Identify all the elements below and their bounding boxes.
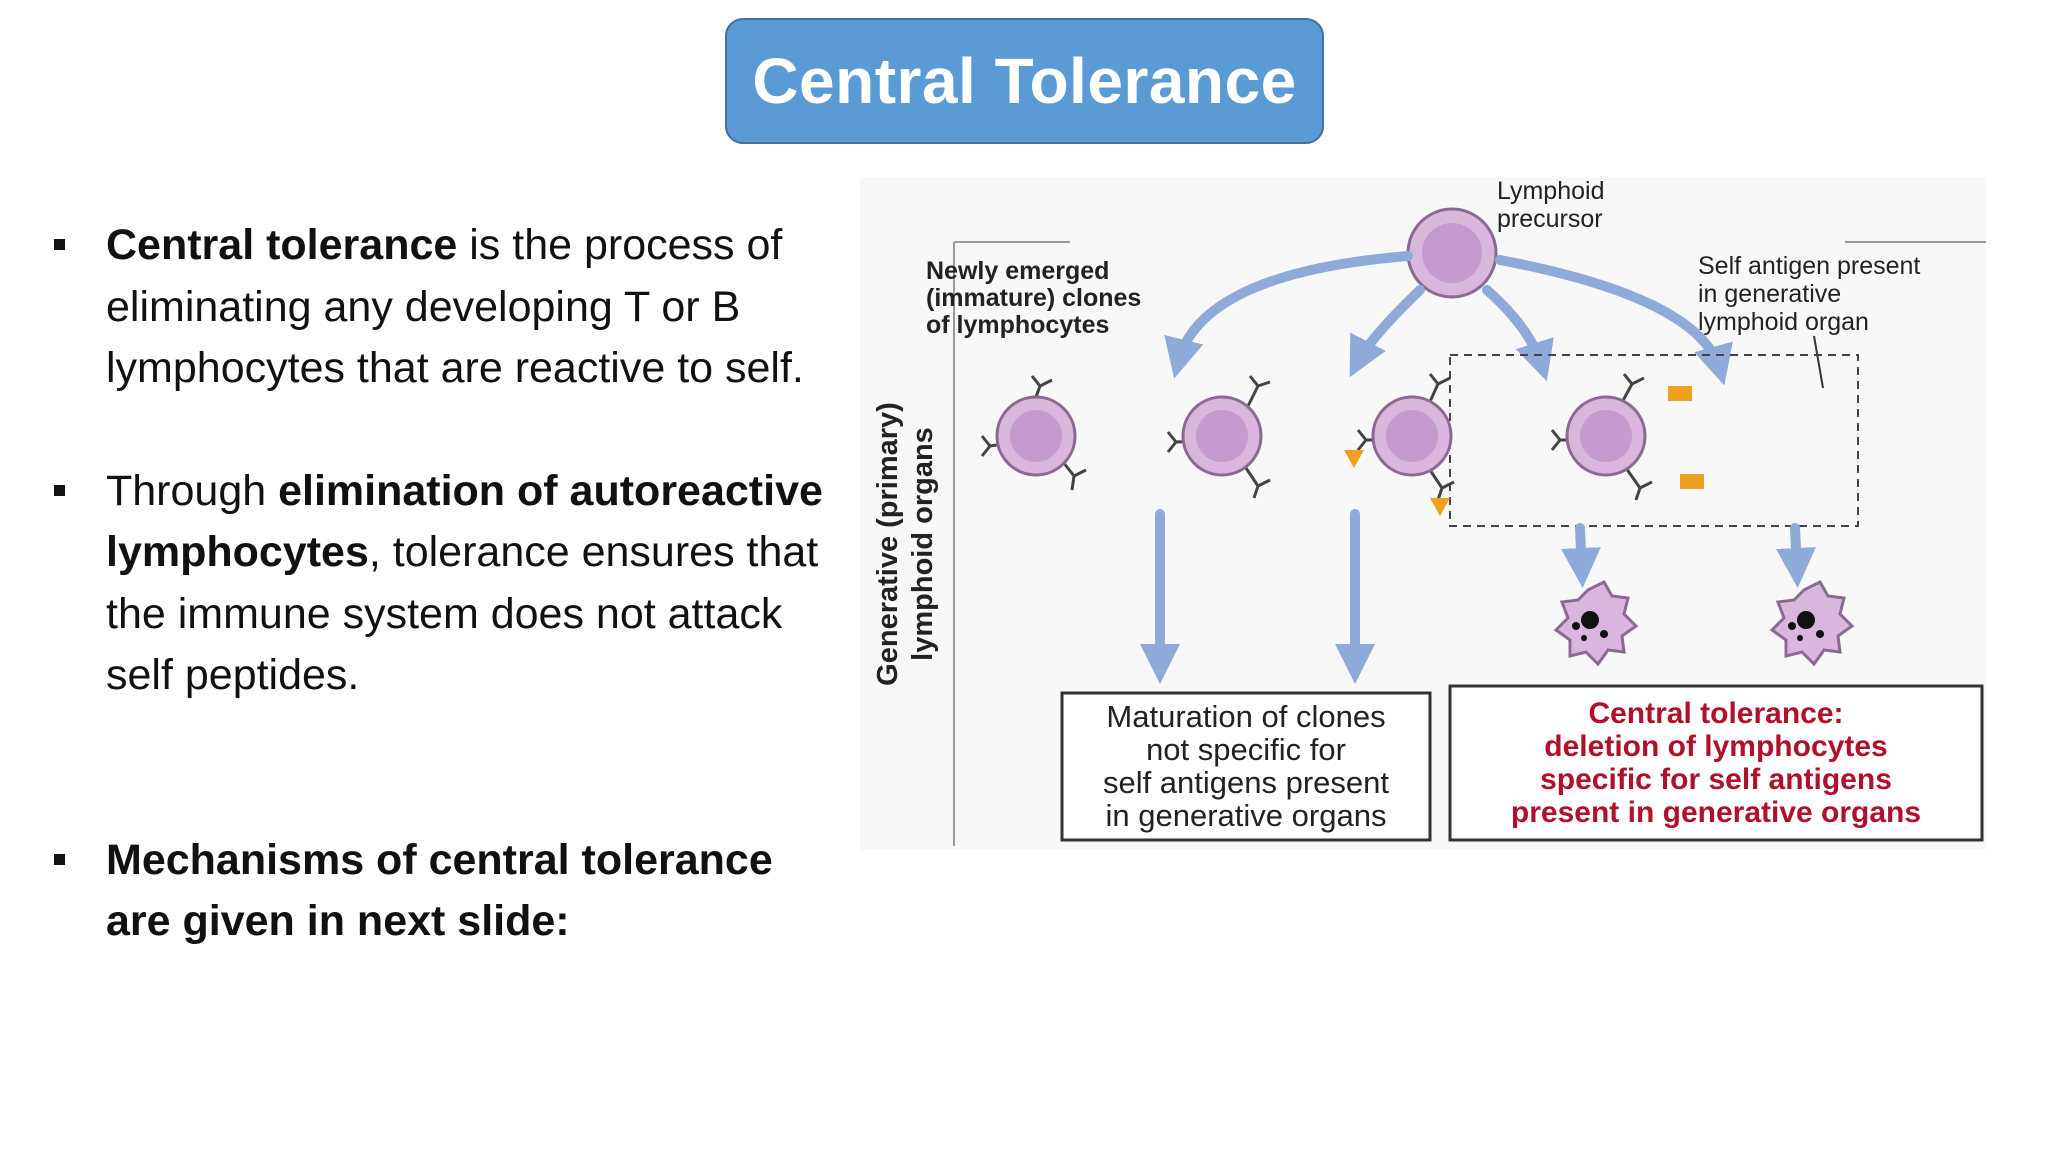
newly-emerged-line3: of lymphocytes	[926, 311, 1109, 339]
central-tolerance-diagram: Generative (primary) lymphoid organs Lym…	[860, 178, 1986, 850]
newly-emerged-line1: Newly emerged	[926, 257, 1109, 285]
immature-cell-1	[980, 375, 1087, 491]
central-tolerance-line2: deletion of lymphocytes	[1544, 730, 1887, 763]
bullet-text: Central tolerance	[106, 221, 458, 269]
precursor-cell	[1406, 207, 1498, 299]
square-bullet-icon	[54, 484, 65, 496]
precursor-label-line2: precursor	[1497, 205, 1603, 233]
apoptotic-cell-1	[1553, 580, 1639, 667]
maturation-arrows	[1140, 509, 1816, 684]
maturation-line3: self antigens present	[1103, 765, 1389, 800]
self-antigen-icon	[1680, 474, 1704, 489]
central-tolerance-line4: present in generative organs	[1511, 796, 1921, 829]
self-antigen-icon	[1668, 386, 1692, 401]
precursor-arrows	[1164, 251, 1733, 386]
self-antigen-icon	[1344, 450, 1364, 468]
autoreactive-cell-1	[1344, 373, 1455, 516]
side-label-line1: Generative (primary)	[872, 402, 904, 686]
central-tolerance-line1: Central tolerance:	[1588, 697, 1843, 730]
maturation-line2: not specific for	[1146, 732, 1346, 767]
self-antigen-line3: lymphoid organ	[1698, 308, 1869, 336]
maturation-box	[1060, 691, 1432, 842]
bullet-text: elimination of autoreactive lymphocytes	[106, 466, 823, 577]
immature-cell-2	[1166, 375, 1271, 499]
maturation-line4: in generative organs	[1106, 798, 1387, 833]
bullet-item: Mechanisms of central tolerance are give…	[50, 830, 840, 953]
central-tolerance-line3: specific for self antigens	[1540, 763, 1892, 796]
self-antigen-icon	[1430, 498, 1450, 516]
square-bullet-icon	[54, 853, 65, 865]
central-tolerance-box	[1448, 684, 1984, 842]
square-bullet-icon	[54, 239, 65, 250]
precursor-label-line1: Lymphoid	[1497, 178, 1604, 205]
diagram-svg: Generative (primary) lymphoid organs Lym…	[872, 178, 1986, 846]
dashed-antigen-box	[1449, 354, 1859, 527]
self-antigen-pointer	[1813, 335, 1824, 389]
newly-emerged-line2: (immature) clones	[926, 284, 1141, 312]
autoreactive-cell-2	[1550, 373, 1704, 501]
bullet-text: , tolerance ensures that the immune syst…	[106, 528, 819, 699]
bullet-item: Central tolerance is the process of elim…	[50, 215, 840, 400]
maturation-line1: Maturation of clones	[1106, 699, 1385, 734]
bullet-item: Through elimination of autoreactive lymp…	[50, 461, 840, 707]
title-banner: Central Tolerance	[725, 18, 1324, 144]
self-antigen-line2: in generative	[1698, 280, 1841, 308]
bullet-text: Through	[106, 466, 279, 515]
apoptotic-cell-2	[1769, 580, 1855, 667]
slide-title: Central Tolerance	[752, 45, 1297, 117]
side-label-line2: lymphoid organs	[907, 427, 939, 661]
bullet-text: is the process of eliminating any develo…	[106, 221, 804, 392]
self-antigen-line1: Self antigen present	[1698, 252, 1920, 280]
panel-frame	[953, 241, 1986, 846]
bullet-list: Central tolerance is the process of elim…	[50, 215, 840, 953]
bullet-text: Mechanisms of central tolerance are give…	[106, 835, 773, 946]
